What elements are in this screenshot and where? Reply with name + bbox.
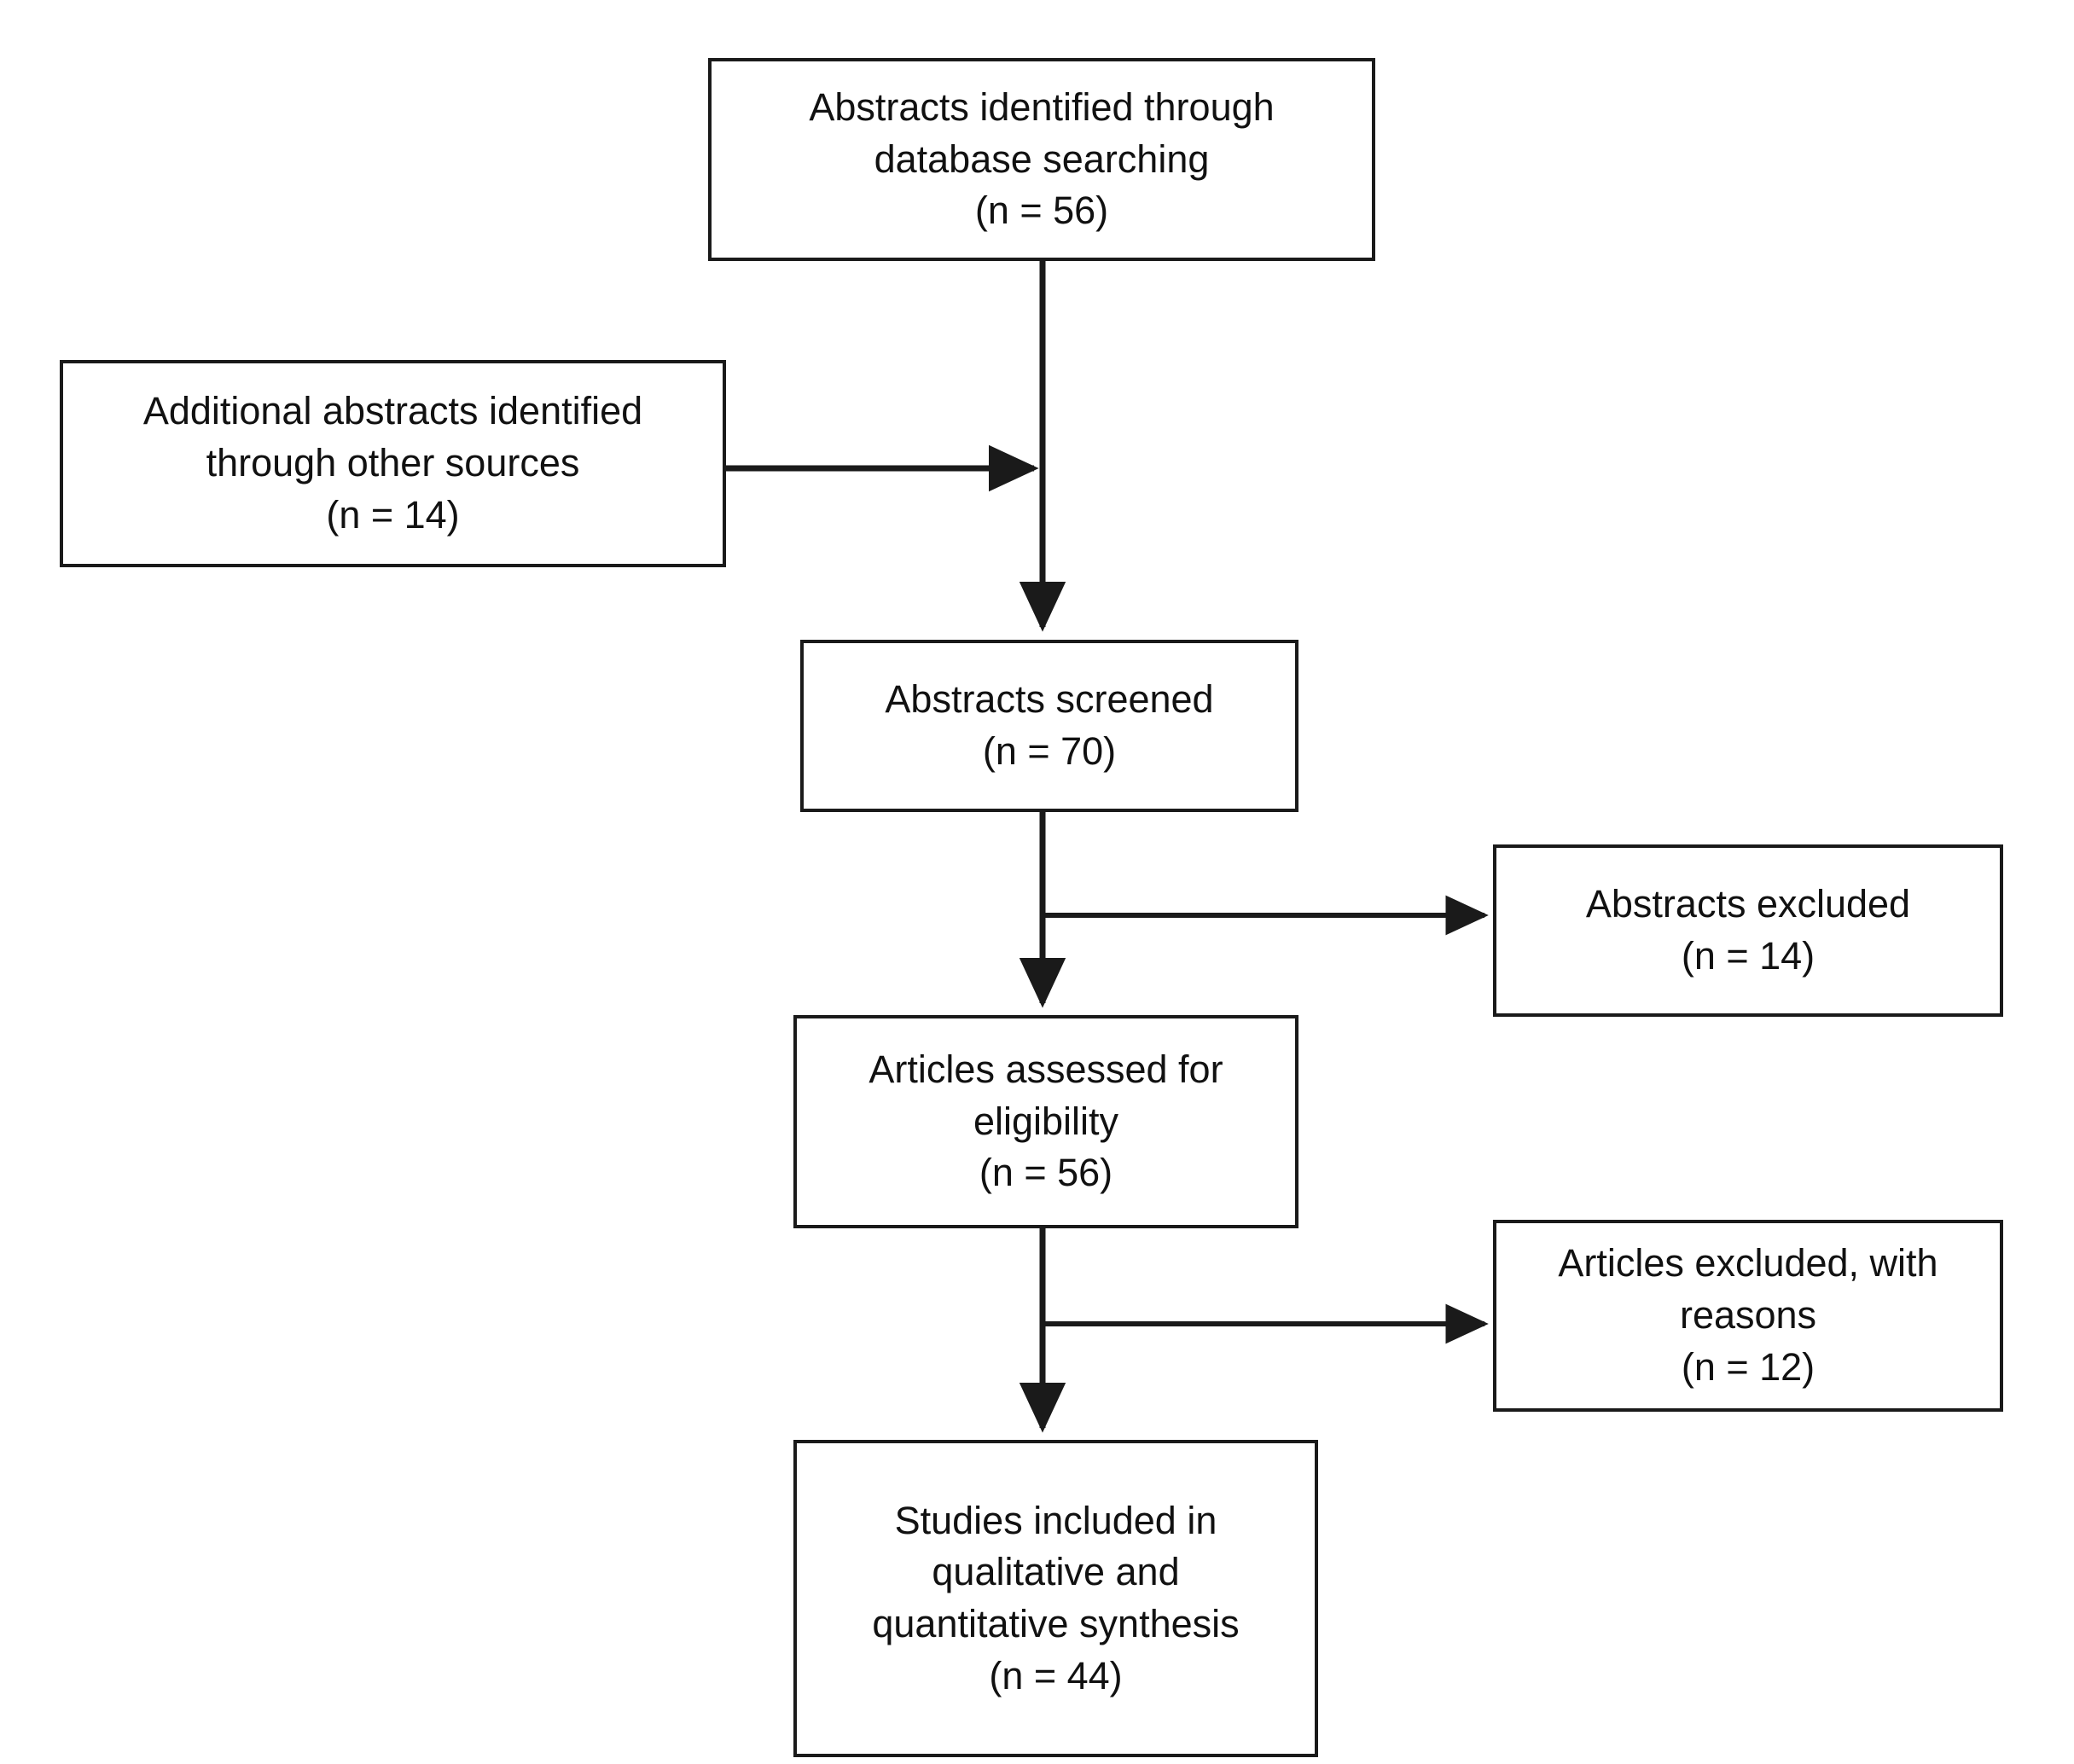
node-additional-abstracts: Additional abstracts identified through …: [60, 360, 726, 567]
node-studies-included: Studies included in qualitative and quan…: [793, 1440, 1318, 1757]
node-line: Abstracts excluded: [1585, 882, 1911, 926]
node-line: Additional abstracts identified: [142, 389, 643, 433]
node-count: (n = 14): [1681, 934, 1815, 978]
node-count: (n = 14): [326, 492, 460, 537]
node-count: (n = 70): [982, 729, 1117, 773]
node-line: Abstracts screened: [885, 677, 1214, 722]
node-count: (n = 44): [989, 1653, 1123, 1697]
node-line: quantitative synthesis: [872, 1602, 1240, 1645]
node-abstracts-excluded: Abstracts excluded (n = 14): [1493, 844, 2003, 1017]
node-line: database searching: [874, 136, 1210, 181]
node-count: (n = 12): [1681, 1344, 1815, 1389]
node-abstracts-identified: Abstracts identified through database se…: [708, 58, 1375, 261]
node-line: Studies included in: [894, 1498, 1217, 1542]
node-articles-assessed: Articles assessed for eligibility (n = 5…: [793, 1015, 1298, 1228]
node-line: Articles assessed for: [869, 1047, 1223, 1091]
node-line: qualitative and: [932, 1550, 1180, 1594]
node-articles-excluded: Articles excluded, with reasons (n = 12): [1493, 1220, 2003, 1412]
node-line: through other sources: [206, 441, 580, 485]
node-abstracts-screened: Abstracts screened (n = 70): [800, 640, 1298, 812]
node-count: (n = 56): [974, 189, 1109, 233]
node-line: eligibility: [973, 1099, 1119, 1143]
node-line: Articles excluded, with: [1558, 1241, 1938, 1285]
node-count: (n = 56): [979, 1151, 1113, 1195]
node-line: Abstracts identified through: [809, 84, 1275, 129]
node-line: reasons: [1679, 1293, 1817, 1338]
